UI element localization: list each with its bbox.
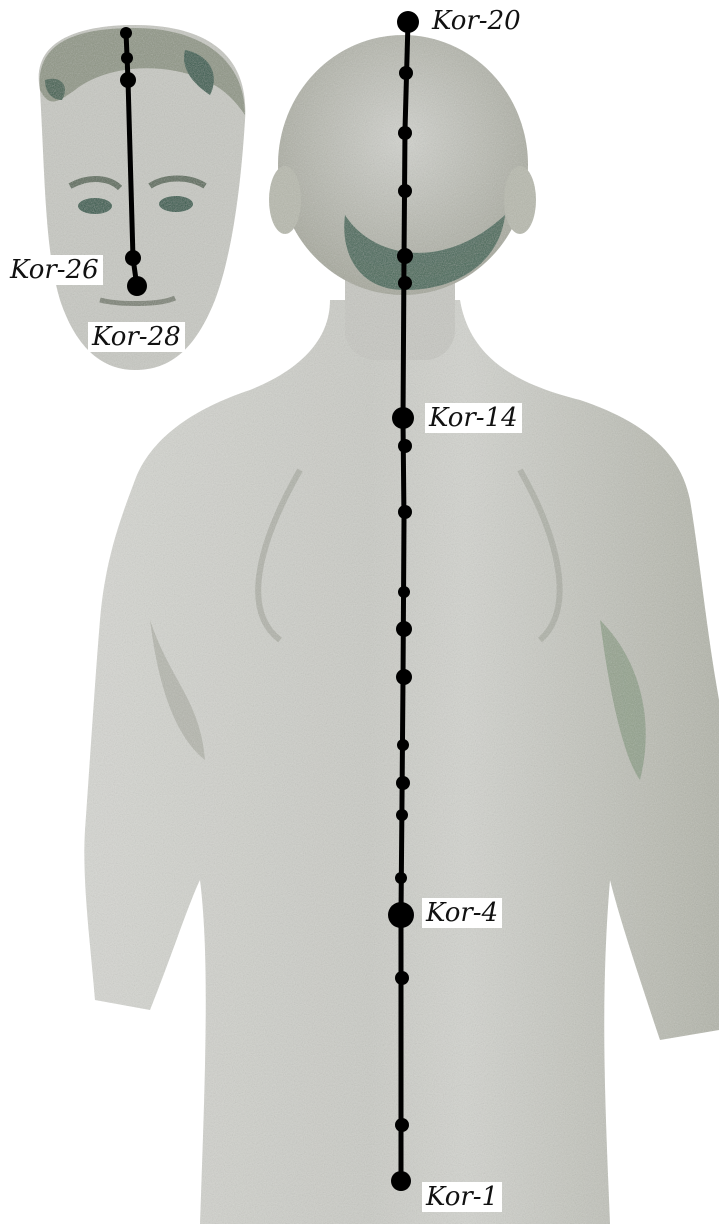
acupoint[interactable] [121, 52, 133, 64]
acupoint[interactable] [395, 971, 409, 985]
point-kor28-dot[interactable] [127, 276, 147, 296]
acupoint[interactable] [395, 1118, 409, 1132]
label-kor20: Kor-20 [428, 6, 525, 36]
acupoint[interactable] [398, 276, 412, 290]
point-kor14-dot[interactable] [392, 407, 414, 429]
face-inset [39, 25, 246, 370]
acupoint[interactable] [397, 739, 409, 751]
acupoint[interactable] [398, 586, 410, 598]
acupoint[interactable] [398, 126, 412, 140]
right-ear [504, 166, 536, 234]
acupoint[interactable] [397, 248, 413, 264]
acupoint[interactable] [396, 621, 412, 637]
acupoint[interactable] [120, 27, 132, 39]
acupoint[interactable] [120, 72, 136, 88]
label-kor4: Kor-4 [422, 898, 502, 928]
acupoint[interactable] [399, 66, 413, 80]
acupoint[interactable] [396, 776, 410, 790]
label-kor1: Kor-1 [422, 1182, 502, 1212]
label-kor14: Kor-14 [425, 403, 522, 433]
acupoint[interactable] [396, 669, 412, 685]
label-kor26: Kor-26 [6, 255, 103, 285]
acupoint[interactable] [395, 872, 407, 884]
acupoint[interactable] [398, 184, 412, 198]
left-eye [78, 198, 112, 214]
acupoint[interactable] [398, 505, 412, 519]
point-kor4-dot[interactable] [388, 902, 414, 928]
right-eye [159, 196, 193, 212]
point-kor20-dot[interactable] [397, 11, 419, 33]
point-kor26-dot[interactable] [125, 250, 141, 266]
label-kor28: Kor-28 [88, 322, 185, 352]
left-ear [269, 166, 301, 234]
acupoint[interactable] [396, 809, 408, 821]
acupoint[interactable] [398, 439, 412, 453]
point-kor1-dot[interactable] [391, 1171, 411, 1191]
